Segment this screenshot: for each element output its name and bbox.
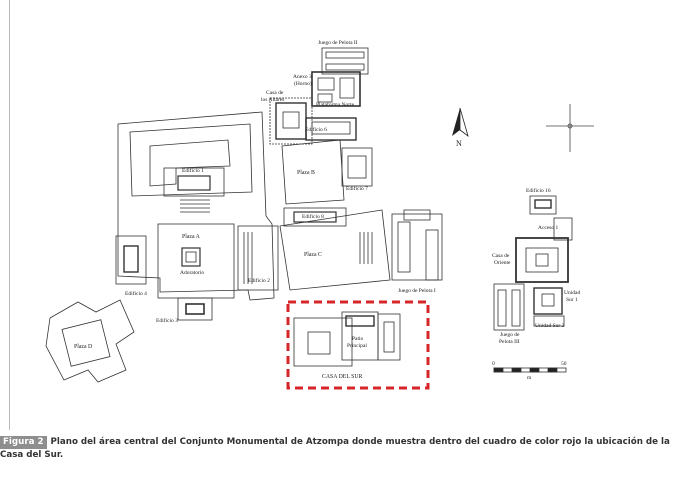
edificio-4-structure (115, 235, 147, 285)
casa-del-sur-highlight-box (286, 300, 430, 390)
label-scale-0: 0 (492, 361, 495, 367)
label-scale-unit: m (527, 375, 532, 381)
label-unidad-sur-1b: Sur 1 (566, 297, 578, 303)
label-juego-pelota-iii-a: Juego de (500, 332, 520, 338)
plataforma-norte-structure (311, 71, 361, 107)
casa-oriente-structure (515, 237, 569, 283)
label-plaza-d: Plaza D (74, 344, 92, 350)
plaza-c-structure (279, 209, 391, 291)
label-patio: Patio (352, 336, 364, 342)
label-edificio-7: Edificio 7 (346, 185, 368, 192)
label-adoratorio: Adoratorio (180, 270, 204, 276)
label-plataforma-norte: Plataforma Norte (316, 101, 355, 108)
juego-pelota-iii-structure (493, 283, 525, 331)
juego-pelota-ii-structure (321, 47, 369, 75)
label-anexo-3: Anexo 3 (293, 74, 312, 80)
label-edificio-6: Edificio 6 (305, 126, 327, 133)
edificio-3-structure (177, 297, 213, 321)
label-juego-pelota-iii-b: Pelota III (499, 339, 520, 345)
label-casa-de-oriente-2: Oriente (494, 260, 511, 266)
edificio-6-structure (305, 117, 357, 141)
edificio-2-structure (237, 225, 279, 291)
juego-pelota-i-structure (391, 209, 443, 281)
label-casa-de: Casa de (266, 90, 284, 96)
plaza-d-structure (45, 299, 135, 383)
figure-caption-text: Plano del área central del Conjunto Monu… (0, 437, 670, 460)
casa-del-sur-structure (293, 311, 401, 367)
label-casa-de-oriente-1: Casa de (492, 253, 510, 259)
label-plaza-b: Plaza B (297, 170, 315, 176)
left-margin-rule (9, 0, 10, 430)
label-edificio-16: Edificio 16 (526, 187, 551, 194)
label-unidad-sur-1a: Unidad (564, 290, 580, 296)
edificio-16-structure (529, 195, 557, 215)
site-plan-map: Juego de Pelota II Anexo 3 (Horno) Casa … (45, 40, 594, 390)
north-arrow-icon (452, 107, 469, 138)
figure-tag: Figura 2 (0, 436, 47, 449)
plaza-b-structure (281, 139, 373, 205)
label-edificio-8: Edificio 8 (302, 213, 324, 220)
label-edificio-1: Edificio 1 (182, 167, 204, 174)
edificio-1-structure (163, 167, 225, 213)
label-unidad-sur-2: Unidad Sur 2 (535, 323, 565, 329)
label-north: N (456, 139, 462, 148)
label-juego-pelota-i: Juego de Pelota I (398, 288, 436, 294)
crosshair-icon (546, 104, 594, 152)
acceso-1-structure (553, 217, 573, 241)
label-scale-50: 50 (561, 361, 567, 367)
label-acceso-1: Acceso 1 (538, 225, 559, 231)
scale-bar (493, 367, 567, 373)
label-casa-del-sur: CASA DEL SUR (322, 374, 363, 380)
label-edificio-2: Edificio 2 (248, 277, 270, 284)
label-horno: (Horno) (294, 80, 312, 87)
label-plaza-a: Plaza A (182, 234, 201, 240)
label-los-altares: los Altares (261, 97, 284, 103)
label-principal: Principal (347, 343, 367, 349)
label-edificio-3: Edificio 3 (156, 317, 178, 324)
label-edificio-4: Edificio 4 (125, 290, 147, 297)
label-plaza-c: Plaza C (304, 252, 322, 258)
label-juego-pelota-ii: Juego de Pelota II (318, 40, 358, 46)
unidad-sur-structures (533, 287, 565, 327)
